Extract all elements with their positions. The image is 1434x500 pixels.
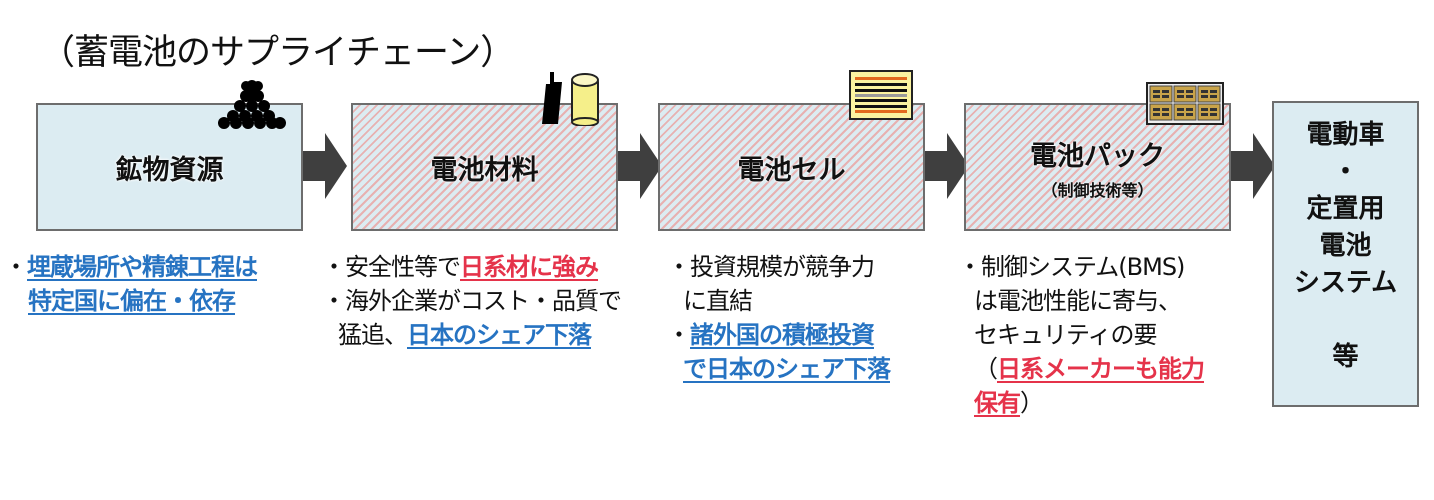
note-text: （	[974, 355, 998, 383]
highlight-text: 特定国に偏在・依存	[28, 287, 236, 315]
note-text: に直結	[683, 287, 753, 315]
note-text: 投資規模が競争力	[690, 253, 875, 281]
notes-minerals: ・埋蔵場所や精錬工程は 特定国に偏在・依存	[4, 250, 258, 318]
end-line: 電池	[1319, 231, 1372, 261]
bullet: ・	[958, 253, 982, 281]
stage-sublabel: （制御技術等）	[1041, 180, 1154, 200]
note-text: 海外企業がコスト・品質で	[345, 287, 622, 315]
stage-label: 鉱物資源	[115, 154, 224, 186]
highlight-text: で日本のシェア下落	[683, 355, 891, 383]
note-text: 制御システム(BMS)	[981, 253, 1185, 281]
stage-box-cells: 電池セル	[658, 103, 925, 231]
highlight-text: 諸外国の積極投資	[690, 321, 875, 349]
flow-arrow-4	[1231, 133, 1275, 199]
flow-arrow-2	[618, 133, 662, 199]
bullet: ・	[322, 253, 346, 281]
notes-packs: ・制御システム(BMS) は電池性能に寄与、 セキュリティの要 （日系メーカーも…	[958, 250, 1205, 420]
flow-arrow-1	[303, 133, 347, 199]
bullet: ・	[4, 253, 28, 281]
end-use-box: 電動車 ・ 定置用 電池 システム 等	[1272, 101, 1419, 407]
highlight-text: 保有	[974, 389, 1021, 417]
end-line: 定置用	[1306, 194, 1385, 224]
notes-materials: ・安全性等で日系材に強み ・海外企業がコスト・品質で 猛追、日本のシェア下落	[322, 250, 622, 352]
page-title: （蓄電池のサプライチェーン）	[40, 33, 515, 73]
end-line: システム	[1293, 268, 1398, 298]
highlight-text: 日系メーカーも能力	[997, 355, 1205, 383]
ore-pile-icon	[218, 80, 286, 129]
note-text: は電池性能に寄与、	[974, 287, 1182, 315]
end-line: 等	[1332, 342, 1359, 372]
note-text: 安全性等で	[345, 253, 461, 281]
bullet: ・	[322, 287, 346, 315]
stage-box-materials: 電池材料	[351, 103, 618, 231]
battery-cell-icon	[849, 70, 913, 120]
notes-cells: ・投資規模が競争力 に直結 ・諸外国の積極投資 で日本のシェア下落	[667, 250, 891, 386]
flow-arrow-3	[925, 133, 969, 199]
bullet: ・	[667, 253, 691, 281]
highlight-text: 日系材に強み	[460, 253, 599, 281]
end-line: 電動車	[1306, 120, 1385, 150]
note-text: 猛追、	[338, 321, 408, 349]
end-line: ・	[1332, 157, 1359, 187]
note-text: セキュリティの要	[974, 321, 1158, 349]
stage-box-packs: 電池パック （制御技術等）	[964, 103, 1231, 231]
stage-label: 電池材料	[430, 154, 539, 186]
highlight-text: 日本のシェア下落	[407, 321, 592, 349]
materials-icon	[542, 72, 599, 126]
battery-pack-icon	[1146, 82, 1224, 125]
stage-label: 電池セル	[737, 154, 846, 186]
bullet: ・	[667, 321, 691, 349]
note-text: ）	[1020, 389, 1044, 417]
highlight-text: 埋蔵場所や精錬工程は	[27, 253, 258, 281]
stage-label: 電池パック	[1030, 140, 1165, 172]
